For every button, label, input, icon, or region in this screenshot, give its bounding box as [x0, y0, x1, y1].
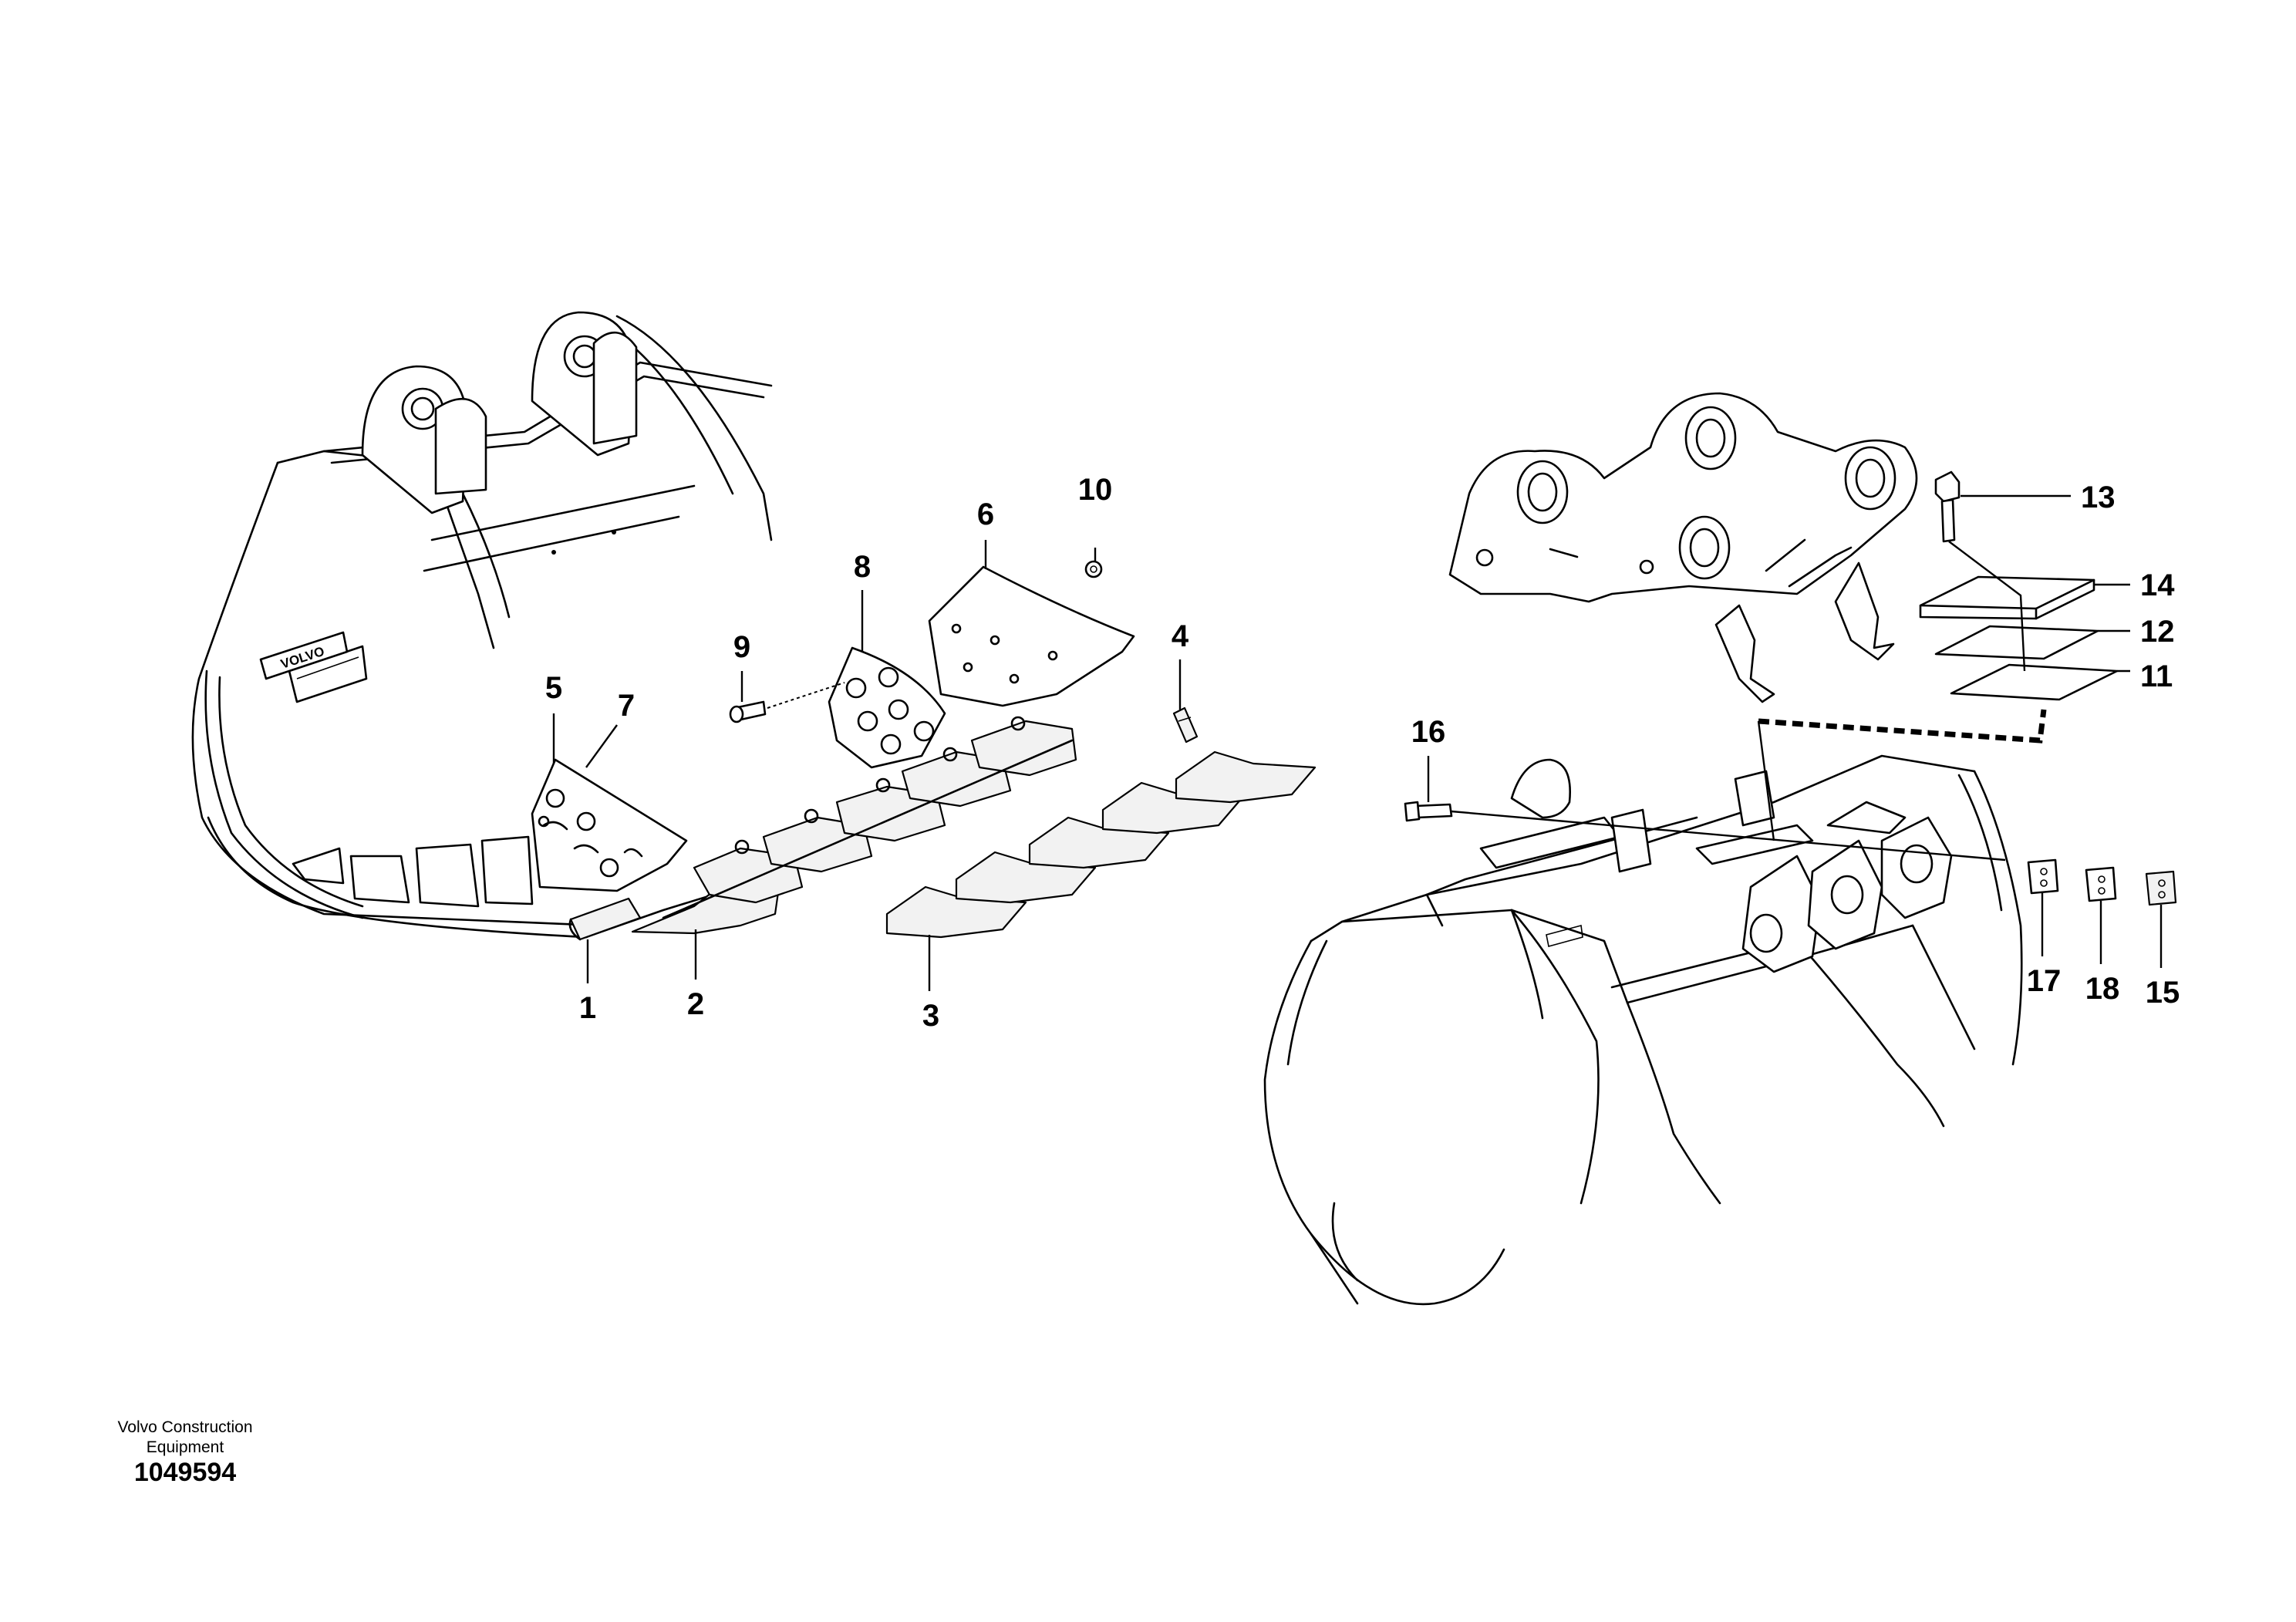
callout-9: 9	[733, 630, 750, 664]
quick-coupler	[1448, 392, 1918, 703]
callout-labels: 1 2 3 4 5 6 7 8 9 10 11 12 13 14 15 16 1…	[545, 473, 2180, 1033]
callout-5: 5	[545, 671, 562, 705]
assembly-leader	[1757, 720, 1775, 841]
bucket-right	[1263, 754, 2023, 1306]
part-8-bolted-plate	[828, 646, 946, 769]
part-12-shim	[1934, 625, 2099, 660]
part-15-plate	[2145, 870, 2177, 906]
callout-7: 7	[618, 689, 635, 723]
callout-17: 17	[2027, 964, 2062, 998]
callout-14: 14	[2140, 568, 2175, 602]
part-6-wear-plate	[928, 565, 1135, 707]
callout-3: 3	[922, 999, 939, 1033]
leader-lines	[552, 494, 2163, 991]
part-5-side-cutter	[531, 758, 688, 892]
part-10-nut	[1084, 560, 1103, 578]
callout-15: 15	[2146, 976, 2180, 1010]
part-13-bolt	[1934, 470, 2026, 672]
part-16-bolt	[1404, 801, 2006, 862]
part-4-retainer	[1172, 706, 1199, 744]
callout-13: 13	[2081, 481, 2116, 514]
drawing-number: 1049594	[133, 1458, 237, 1487]
bucket-left: VOLVO	[191, 311, 888, 939]
part-7-nut	[538, 815, 550, 828]
callout-4: 4	[1172, 619, 1189, 653]
part-11-shim	[1950, 663, 2119, 701]
part-18-plate	[2085, 866, 2117, 902]
part-2-adapters	[631, 716, 1077, 935]
publisher-caption: Volvo Construction Equipment	[117, 1418, 253, 1456]
assembly-dashed-line	[1758, 709, 2047, 744]
callout-12: 12	[2140, 615, 2175, 649]
callout-10: 10	[1078, 473, 1113, 507]
callout-8: 8	[854, 550, 871, 584]
part-1-pin	[568, 897, 642, 941]
callout-1: 1	[579, 991, 596, 1025]
callout-6: 6	[977, 497, 994, 531]
part-3-teeth	[885, 750, 1317, 939]
callout-2: 2	[687, 987, 704, 1021]
callout-11: 11	[2140, 659, 2173, 693]
callout-16: 16	[1411, 715, 1446, 749]
callout-18: 18	[2085, 972, 2120, 1006]
part-9-bolt	[729, 682, 845, 723]
part-17-plate	[2027, 858, 2059, 895]
part-14-plate	[1919, 575, 2095, 620]
